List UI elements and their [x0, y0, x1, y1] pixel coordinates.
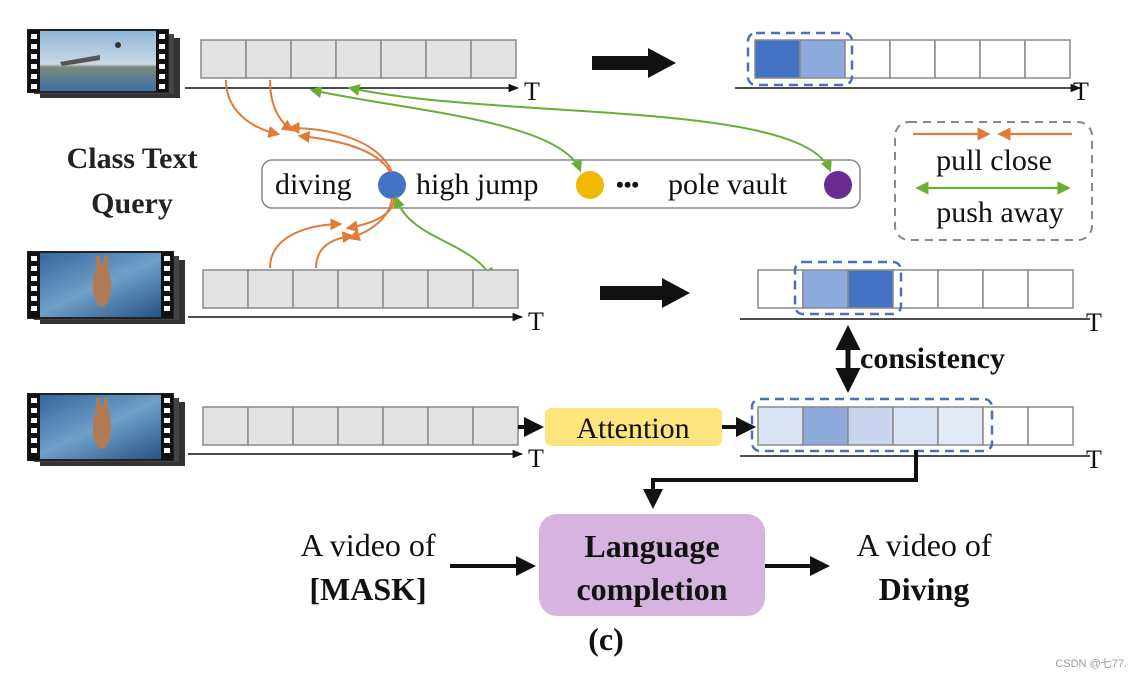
class-text-query-label-line2: Query: [91, 187, 173, 220]
feature-sequence-row1: [200, 39, 517, 79]
class-name-high-jump: high jump: [416, 168, 539, 201]
contrast-arrows-top: [225, 79, 832, 173]
attention-box: [545, 408, 722, 446]
feature-sequence-row3: [202, 406, 519, 446]
time-axis-label-row2: T: [528, 307, 544, 336]
legend-push-away-label: push away: [936, 196, 1063, 229]
class-ellipsis: •••: [616, 172, 639, 197]
output-sequence-row2: [757, 269, 1074, 309]
legend-pull-close-label: pull close: [936, 144, 1052, 177]
class-name-diving: diving: [275, 168, 352, 201]
highlight-box-row3: [750, 397, 994, 453]
class-dot-high-jump: [576, 171, 604, 199]
legend-box: [894, 121, 1093, 241]
time-axis-label-row3: T: [528, 444, 544, 473]
time-axis-output-label-row3: T: [1086, 445, 1102, 474]
class-dot-diving: [378, 171, 406, 199]
time-axis-output-label-row1: T: [1073, 77, 1089, 106]
figure-caption: (c): [588, 621, 624, 657]
highlight-box-row2: [793, 260, 903, 316]
video-thumbnail-1: [27, 29, 180, 98]
time-axis-label-row1: T: [524, 77, 540, 106]
to-language-completion-arrow: [643, 450, 918, 509]
input-text-mask: [MASK]: [309, 571, 426, 607]
contrast-arrows-bottom: [269, 195, 494, 281]
feature-sequence-row2: [202, 269, 519, 309]
class-name-pole-vault: pole vault: [668, 168, 788, 201]
attention-label: Attention: [576, 412, 689, 445]
language-completion-label-line2: completion: [576, 571, 727, 607]
video-thumbnail-3: [27, 393, 185, 466]
output-sequence-row3: [757, 406, 1074, 446]
time-axis-output-label-row2: T: [1086, 308, 1102, 337]
class-dot-pole-vault: [824, 171, 852, 199]
watermark: CSDN @七77.: [1055, 657, 1127, 670]
input-text-line1: A video of: [300, 527, 435, 563]
language-completion-label-line1: Language: [584, 528, 719, 564]
class-text-query-label-line1: Class Text: [67, 142, 198, 175]
output-sequence-row1: [754, 39, 1071, 79]
video-thumbnail-2: [27, 251, 185, 324]
transform-arrow-row2: [600, 278, 690, 308]
output-text-diving: Diving: [879, 571, 970, 607]
consistency-label: consistency: [860, 342, 1005, 375]
transform-arrow-row1: [592, 48, 676, 78]
output-text-line1: A video of: [856, 527, 991, 563]
language-completion-box: [539, 514, 765, 616]
